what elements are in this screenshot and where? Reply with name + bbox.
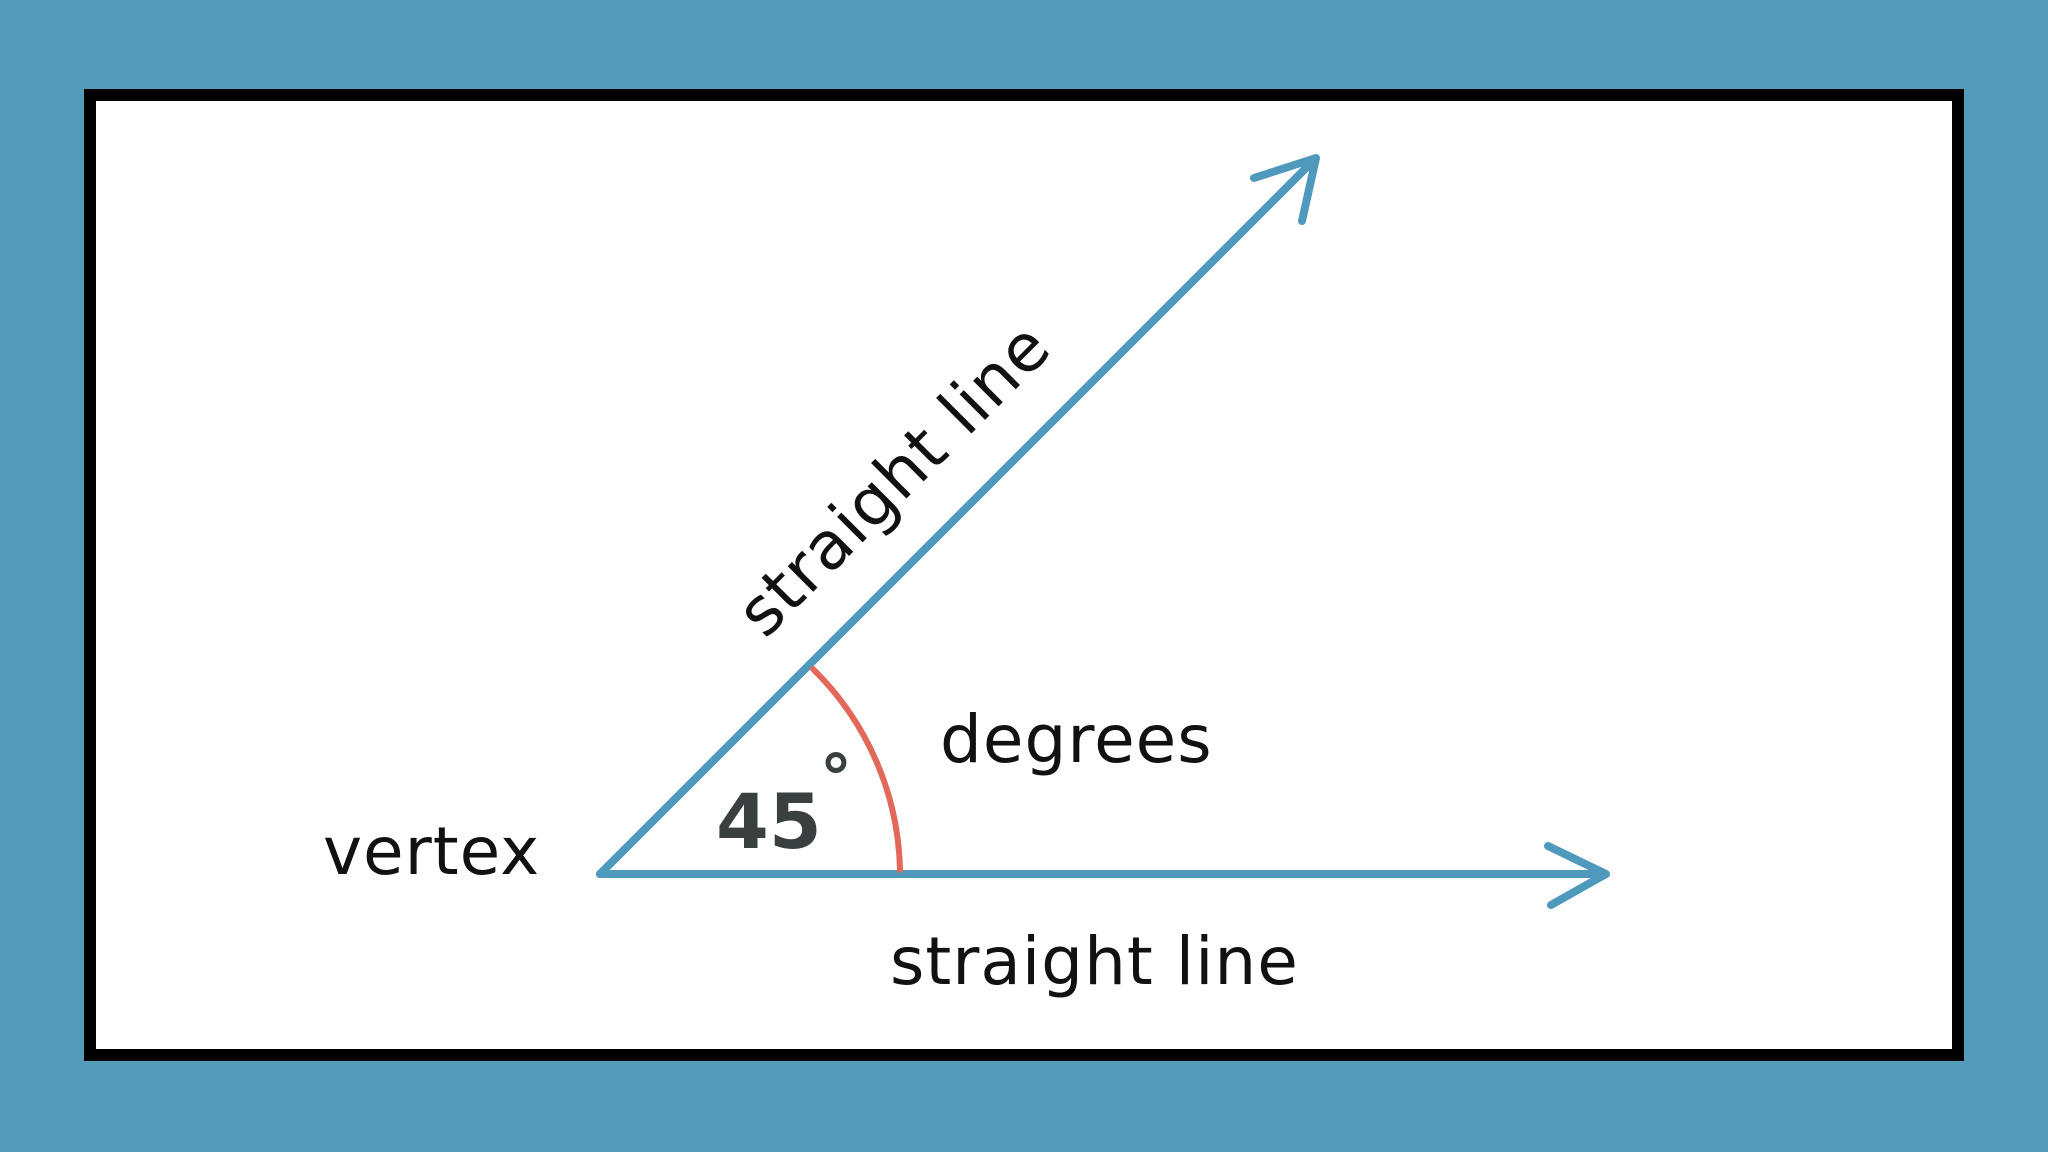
upper-ray-label: straight line bbox=[722, 308, 1066, 652]
angle-value: 45 bbox=[716, 777, 822, 866]
degree-symbol: ° bbox=[820, 742, 852, 816]
upper-ray bbox=[596, 156, 1318, 878]
vertex-label: vertex bbox=[323, 813, 540, 890]
lower-ray-arrowhead bbox=[1544, 842, 1610, 909]
angle-arc bbox=[810, 666, 903, 873]
lower-ray-label: straight line bbox=[890, 923, 1299, 1000]
upper-ray-arrowhead bbox=[1250, 154, 1320, 225]
diagram-panel bbox=[84, 89, 1964, 1061]
degrees-label: degrees bbox=[940, 701, 1213, 778]
